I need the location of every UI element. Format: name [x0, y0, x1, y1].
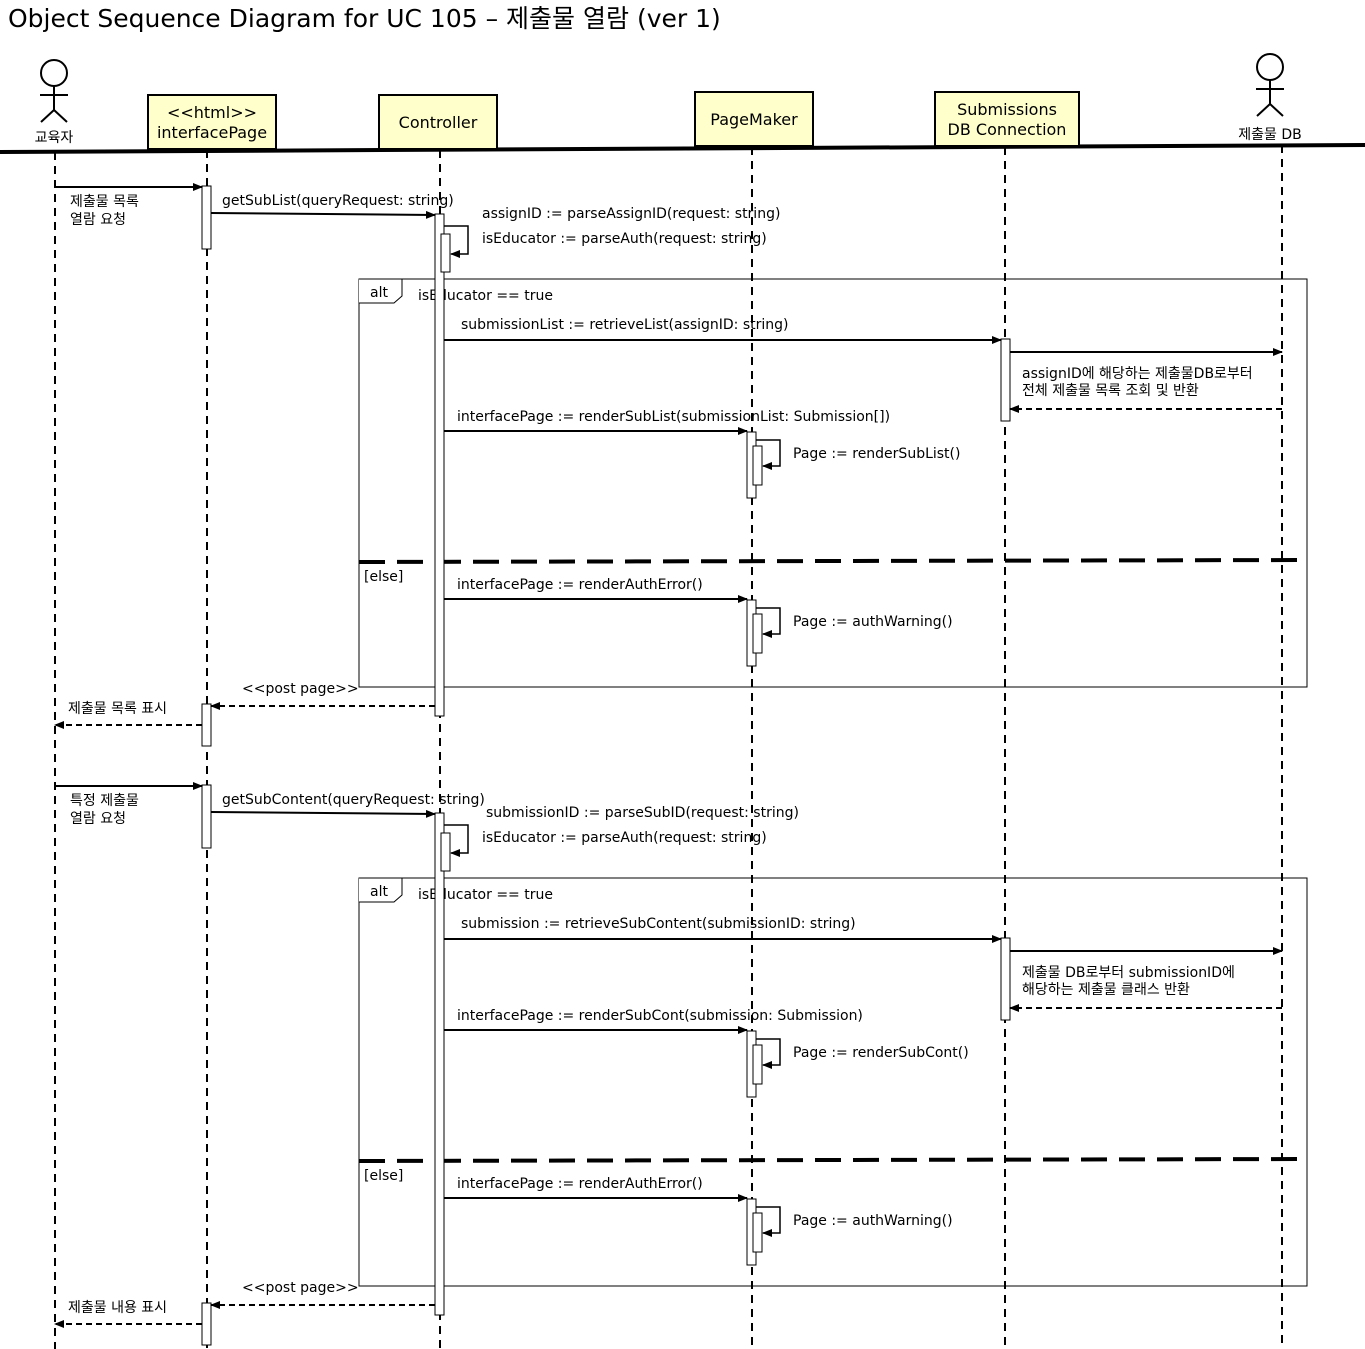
alt-guard-1: isEducator == true	[418, 288, 553, 304]
activation-pagemaker-1b-nested	[752, 613, 763, 654]
activation-pagemaker-2-nested	[752, 1044, 763, 1085]
activation-interface-1b	[201, 703, 212, 747]
db-note-1-line2: 전체 제출물 목록 조회 및 반환	[1022, 383, 1199, 399]
box-pagemaker-name: PageMaker	[710, 110, 798, 129]
else-tag-1: [else]	[364, 569, 403, 585]
msg-page-self-1: Page := renderSubList()	[793, 446, 960, 462]
alt-guard-2: isEducator == true	[418, 887, 553, 903]
section-subcontent: alt isEducator == true [else] 특정 제출물 열람 …	[54, 782, 1308, 1346]
actor-db-label: 제출물 DB	[1238, 127, 1301, 143]
activation-interface-1a	[201, 185, 212, 250]
msg-self-parse-2	[444, 824, 469, 857]
actor-educator	[40, 59, 68, 123]
activation-db-2	[1000, 937, 1011, 1021]
msg-render-error-2-label: interfacePage := renderAuthError()	[457, 1176, 703, 1192]
msg-render-error-1-label: interfacePage := renderAuthError()	[457, 577, 703, 593]
box-dbconnection-line1: Submissions	[957, 100, 1057, 119]
alt-tag-box-2	[359, 877, 403, 903]
activation-controller-1	[434, 213, 445, 717]
box-controller-name: Controller	[399, 113, 478, 132]
msg-self-parse-1	[444, 225, 469, 258]
alt-tag-2: alt	[370, 884, 388, 900]
msg-post-1-label: <<post page>>	[242, 681, 359, 697]
msg-page-self-2: Page := renderSubCont()	[793, 1045, 969, 1061]
msg-display-1-label: 제출물 목록 표시	[68, 701, 167, 717]
activation-pagemaker-2b-nested	[752, 1212, 763, 1253]
activation-db-1	[1000, 338, 1011, 422]
alt-tag-box-1	[359, 278, 403, 304]
diagram-title: Object Sequence Diagram for UC 105 – 제출물…	[8, 4, 721, 33]
box-interfacepage-stereotype: <<html>>	[167, 103, 257, 122]
msg-parse1-1: assignID := parseAssignID(request: strin…	[482, 206, 780, 222]
box-controller	[378, 94, 498, 150]
activation-controller-1-nested	[440, 233, 451, 273]
else-divider-1	[358, 558, 1308, 564]
msg-request-2-line1: 특정 제출물	[70, 793, 139, 809]
header-baseline	[0, 143, 1365, 154]
msg-parse2-2: isEducator := parseAuth(request: string)	[482, 830, 767, 846]
msg-warn-self-1: Page := authWarning()	[793, 614, 953, 630]
activation-pagemaker-1-nested	[752, 445, 763, 486]
section-sublist: alt isEducator == true [else] 제출물 목록 열람 …	[54, 183, 1308, 747]
alt-frame-1	[358, 278, 1308, 688]
db-note-2-line2: 해당하는 제출물 클래스 반환	[1022, 982, 1190, 998]
activation-interface-2b	[201, 1302, 212, 1346]
box-interfacepage-name: interfacePage	[157, 123, 267, 142]
msg-self-page-2	[756, 1038, 781, 1069]
actor-educator-label: 교육자	[35, 130, 74, 146]
msg-parse1-2: submissionID := parseSubID(request: stri…	[486, 805, 799, 821]
msg-retrieve-2-label: submission := retrieveSubContent(submiss…	[461, 916, 856, 932]
alt-tag-1: alt	[370, 285, 388, 301]
else-tag-2: [else]	[364, 1168, 403, 1184]
db-note-1-line1: assignID에 해당하는 제출물DB로부터	[1022, 366, 1253, 382]
msg-display-2-label: 제출물 내용 표시	[68, 1300, 167, 1316]
msg-request-1-line2: 열람 요청	[70, 212, 126, 228]
msg-call-1-label: getSubList(queryRequest: string)	[222, 193, 454, 209]
box-pagemaker	[694, 91, 814, 147]
msg-retrieve-1-label: submissionList := retrieveList(assignID:…	[461, 317, 789, 333]
activation-controller-2-nested	[440, 832, 451, 872]
msg-call-2-label: getSubContent(queryRequest: string)	[222, 792, 485, 808]
else-divider-2	[358, 1157, 1308, 1163]
box-dbconnection	[934, 91, 1080, 147]
activation-interface-2a	[201, 784, 212, 849]
msg-warn-self-2: Page := authWarning()	[793, 1213, 953, 1229]
msg-request-1-line1: 제출물 목록	[70, 194, 139, 210]
box-interfacepage	[147, 94, 277, 150]
msg-render-2-label: interfacePage := renderSubCont(submissio…	[457, 1008, 863, 1024]
msg-self-warn-1	[756, 607, 781, 638]
msg-post-2-label: <<post page>>	[242, 1280, 359, 1296]
msg-request-2-line2: 열람 요청	[70, 811, 126, 827]
alt-frame-2	[358, 877, 1308, 1287]
activation-controller-2	[434, 812, 445, 1316]
msg-call-1	[210, 210, 436, 219]
msg-render-1-label: interfacePage := renderSubList(submissio…	[457, 409, 890, 425]
actor-db	[1256, 53, 1284, 117]
msg-call-2	[210, 809, 436, 818]
box-dbconnection-line2: DB Connection	[948, 120, 1067, 139]
msg-self-page-1	[756, 439, 781, 470]
msg-parse2-1: isEducator := parseAuth(request: string)	[482, 231, 767, 247]
msg-self-warn-2	[756, 1206, 781, 1237]
db-note-2-line1: 제출물 DB로부터 submissionID에	[1022, 965, 1235, 981]
